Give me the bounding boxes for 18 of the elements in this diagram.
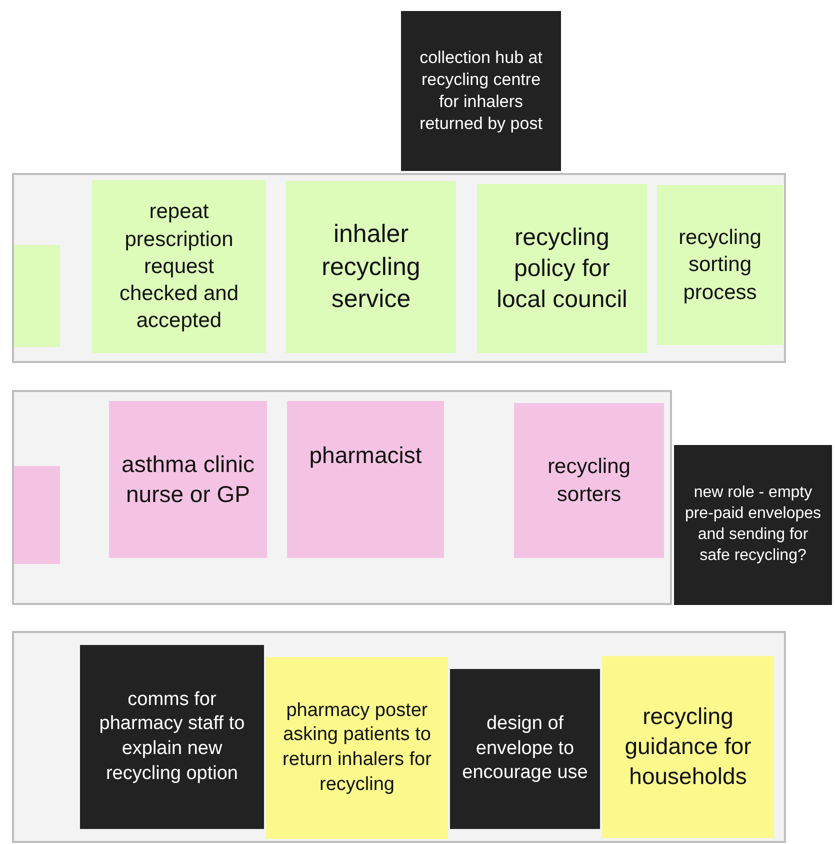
sticky-note: inhaler recycling service — [286, 181, 456, 353]
sticky-note: collection hub at recycling centre for inhalers returned by post — [401, 11, 561, 171]
sticky-note: pharmacist — [287, 401, 444, 558]
sticky-note: pharmacy poster asking patients to return inhalers for recycling — [266, 657, 448, 839]
swimlane-band — [12, 631, 786, 843]
sticky-note: repeat prescription request checked and accepted — [92, 180, 266, 353]
sticky-note: recycling sorters — [514, 403, 664, 558]
sticky-note: new role - empty pre-paid envelopes and sending for safe recycling? — [674, 445, 832, 605]
swimlane-band — [12, 173, 786, 363]
sticky-note: recycling policy for local council — [477, 184, 647, 353]
swimlane-band — [12, 390, 672, 605]
sticky-note — [14, 466, 60, 564]
sticky-note — [14, 245, 60, 347]
sticky-note: design of envelope to encourage use — [450, 669, 600, 829]
sticky-note: comms for pharmacy staff to explain new recycling option — [80, 645, 264, 829]
sticky-note: recycling guidance for households — [602, 656, 774, 838]
sticky-note: asthma clinic nurse or GP — [109, 401, 267, 558]
sticky-note: recycling sorting process — [657, 185, 783, 345]
